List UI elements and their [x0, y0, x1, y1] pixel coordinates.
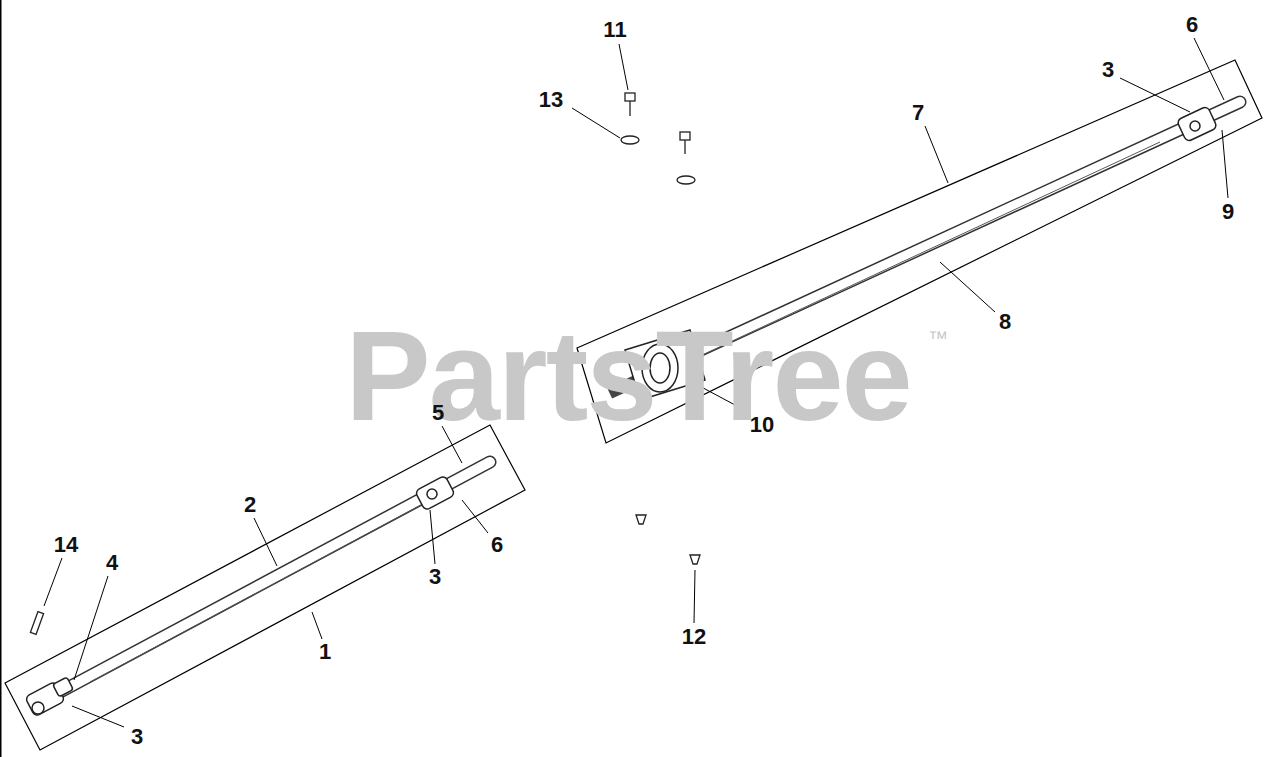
callout-number: 10 — [750, 414, 774, 436]
callout-number: 8 — [999, 311, 1011, 333]
callout-number: 3 — [429, 566, 441, 588]
trademark-symbol: ™ — [928, 328, 948, 348]
callout-number: 5 — [432, 402, 444, 424]
callout-number: 6 — [491, 534, 503, 556]
callout-number: 1 — [319, 641, 331, 663]
callout-number: 12 — [682, 626, 706, 648]
watermark: PartsTree — [345, 312, 911, 440]
callout-number: 6 — [1186, 14, 1198, 36]
callout-number: 4 — [106, 552, 118, 574]
callout-number: 3 — [131, 726, 143, 748]
callout-number: 14 — [54, 534, 78, 556]
callout-number: 9 — [1222, 201, 1234, 223]
callout-number: 7 — [912, 102, 924, 124]
callout-number: 11 — [603, 19, 626, 41]
callout-number: 2 — [244, 494, 256, 516]
callout-number: 13 — [539, 89, 563, 111]
callout-number: 3 — [1102, 59, 1114, 81]
